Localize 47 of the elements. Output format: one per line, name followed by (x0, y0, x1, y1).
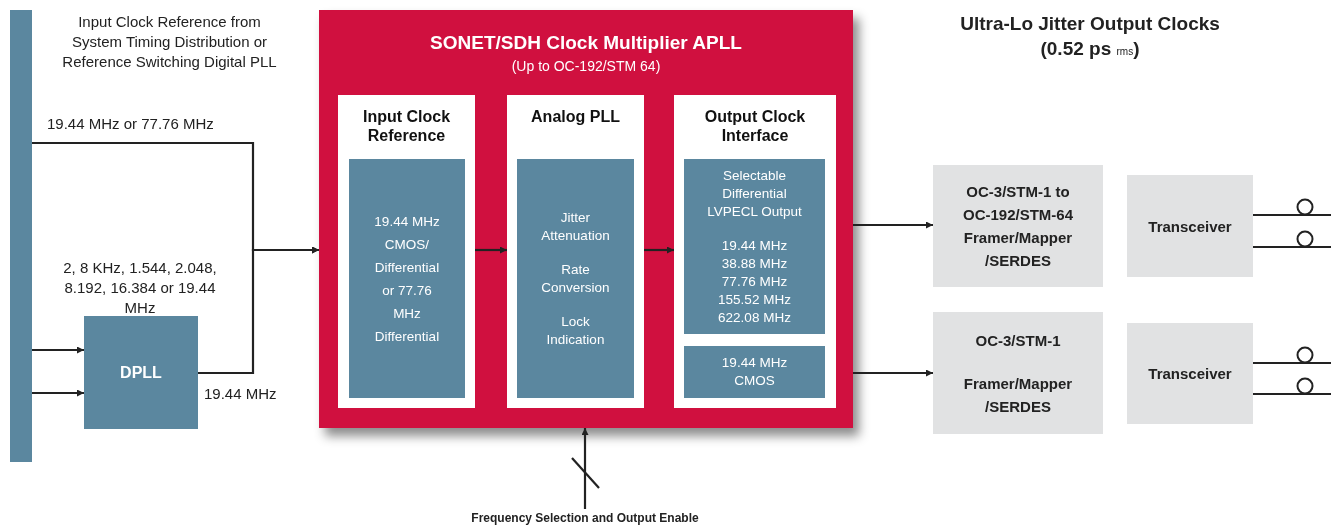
function-text: Selectable Differential LVPECL Output (706, 166, 803, 221)
fiber-line (1253, 245, 1331, 249)
function-text: Rate Conversion (540, 260, 611, 297)
panel-heading: Analog PLL (530, 107, 621, 126)
function-box (349, 159, 465, 398)
arrow (198, 246, 319, 375)
block-label: Transceiver (1148, 364, 1232, 384)
block-label: DPLL (119, 363, 163, 382)
arrow (32, 346, 84, 354)
signal-note: 2, 8 KHz, 1.544, 2.048, 8.192, 16.384 or 19.44 MHz (62, 258, 218, 318)
function-box (684, 346, 825, 398)
arrow (644, 246, 674, 254)
fiber-line (1253, 213, 1331, 217)
arrow (32, 389, 84, 397)
function-panel (674, 95, 836, 408)
function-text: 19.44 MHz 38.88 MHz 77.76 MHz 155.52 MHz 622.08 MHz (717, 236, 792, 327)
panel-heading: Output Clock Interface (703, 107, 807, 145)
arrow (581, 428, 589, 509)
function-text: 19.44 MHz CMOS (720, 354, 789, 390)
timing-bus-bar (10, 10, 32, 462)
apll-block (319, 10, 853, 428)
framer-box (933, 165, 1103, 287)
framer-box (1127, 323, 1253, 424)
block-label: OC-3/STM-1 (975, 330, 1061, 351)
panel-heading: Input Clock Reference (361, 107, 452, 145)
fiber-line (1253, 392, 1331, 396)
fiber-line (1253, 361, 1331, 365)
block-label: Transceiver (1148, 216, 1232, 237)
function-box (517, 159, 634, 398)
function-text: Lock Indication (545, 312, 606, 349)
function-panel (507, 95, 644, 408)
function-panel (338, 95, 475, 408)
framer-box (1127, 175, 1253, 277)
arrow (475, 246, 507, 254)
function-box (684, 159, 825, 334)
arrow (853, 221, 933, 229)
block-title: SONET/SDH Clock Multiplier APLL (430, 32, 742, 54)
dpll-box (84, 316, 198, 429)
function-text: 19.44 MHz CMOS/ Differential or 77.76 MHz Differential (373, 212, 441, 346)
arrow (853, 369, 933, 377)
block-label: OC-3/STM-1 to OC-192/STM-64 Framer/Mapper /SERDES (961, 182, 1074, 271)
block-label: Framer/Mapper /SERDES (962, 373, 1074, 417)
input-label: Frequency Selection and Output Enable (471, 511, 699, 525)
block-subtitle: (Up to OC-192/STM 64) (511, 58, 661, 74)
signal-note: Input Clock Reference from System Timing Distribution or Reference Switching Digital PLL (62, 12, 277, 72)
framer-box (933, 312, 1103, 434)
function-text: Jitter Attenuation (540, 208, 611, 245)
